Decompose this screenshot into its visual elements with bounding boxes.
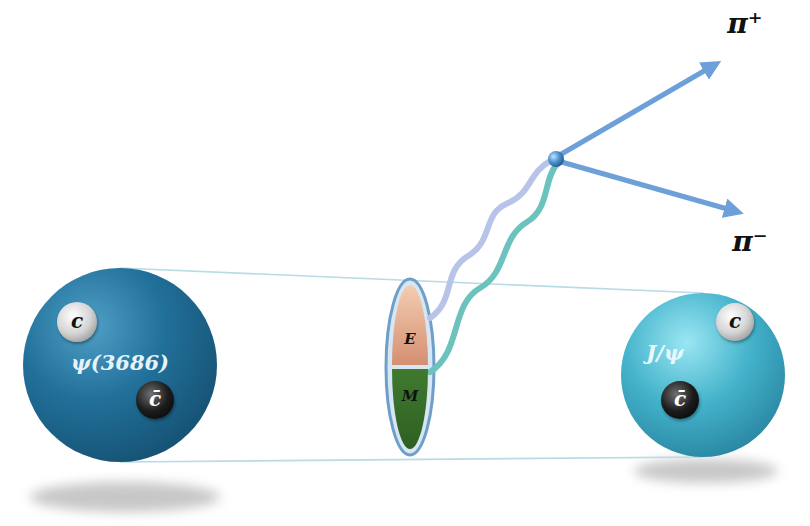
meson-sphere: ψ(3686) c c̄ xyxy=(23,268,217,462)
vertex-ball xyxy=(548,151,564,167)
particle-name: c̄ xyxy=(674,389,686,409)
particle-name: c xyxy=(729,311,741,331)
meson-sphere: J/ψ c c̄ xyxy=(621,293,785,457)
particle-name: ψ(3686) xyxy=(71,352,169,373)
particle-name: M xyxy=(402,389,419,404)
antiquark-sphere: c̄ xyxy=(661,381,699,419)
photon-wave xyxy=(430,164,557,372)
magnetic-half: M xyxy=(392,369,428,449)
half-ellipse-fill xyxy=(392,369,428,449)
particle-name: J/ψ xyxy=(646,342,683,363)
quark-sphere: c xyxy=(716,303,754,341)
half-ellipse-shape xyxy=(392,285,428,365)
pion-label: π⁻ xyxy=(732,228,767,256)
form-factor-ellipse xyxy=(386,279,434,455)
photon-wave xyxy=(430,160,552,318)
tangent-line xyxy=(120,457,703,462)
half-ellipse-shape xyxy=(392,369,428,449)
particle-name: c̄ xyxy=(149,389,161,409)
electric-half: E xyxy=(392,285,428,365)
pion-arrow xyxy=(558,161,738,212)
sphere-shadow xyxy=(30,482,220,512)
pion-arrow xyxy=(558,64,716,156)
pion-label: π⁺ xyxy=(727,10,762,38)
half-ellipse-fill xyxy=(392,285,428,365)
particle-name: c xyxy=(71,311,83,331)
quark-sphere: c xyxy=(57,302,97,342)
sphere-shadow xyxy=(634,459,778,483)
particle-name: E xyxy=(404,332,415,347)
antiquark-sphere: c̄ xyxy=(136,381,174,419)
